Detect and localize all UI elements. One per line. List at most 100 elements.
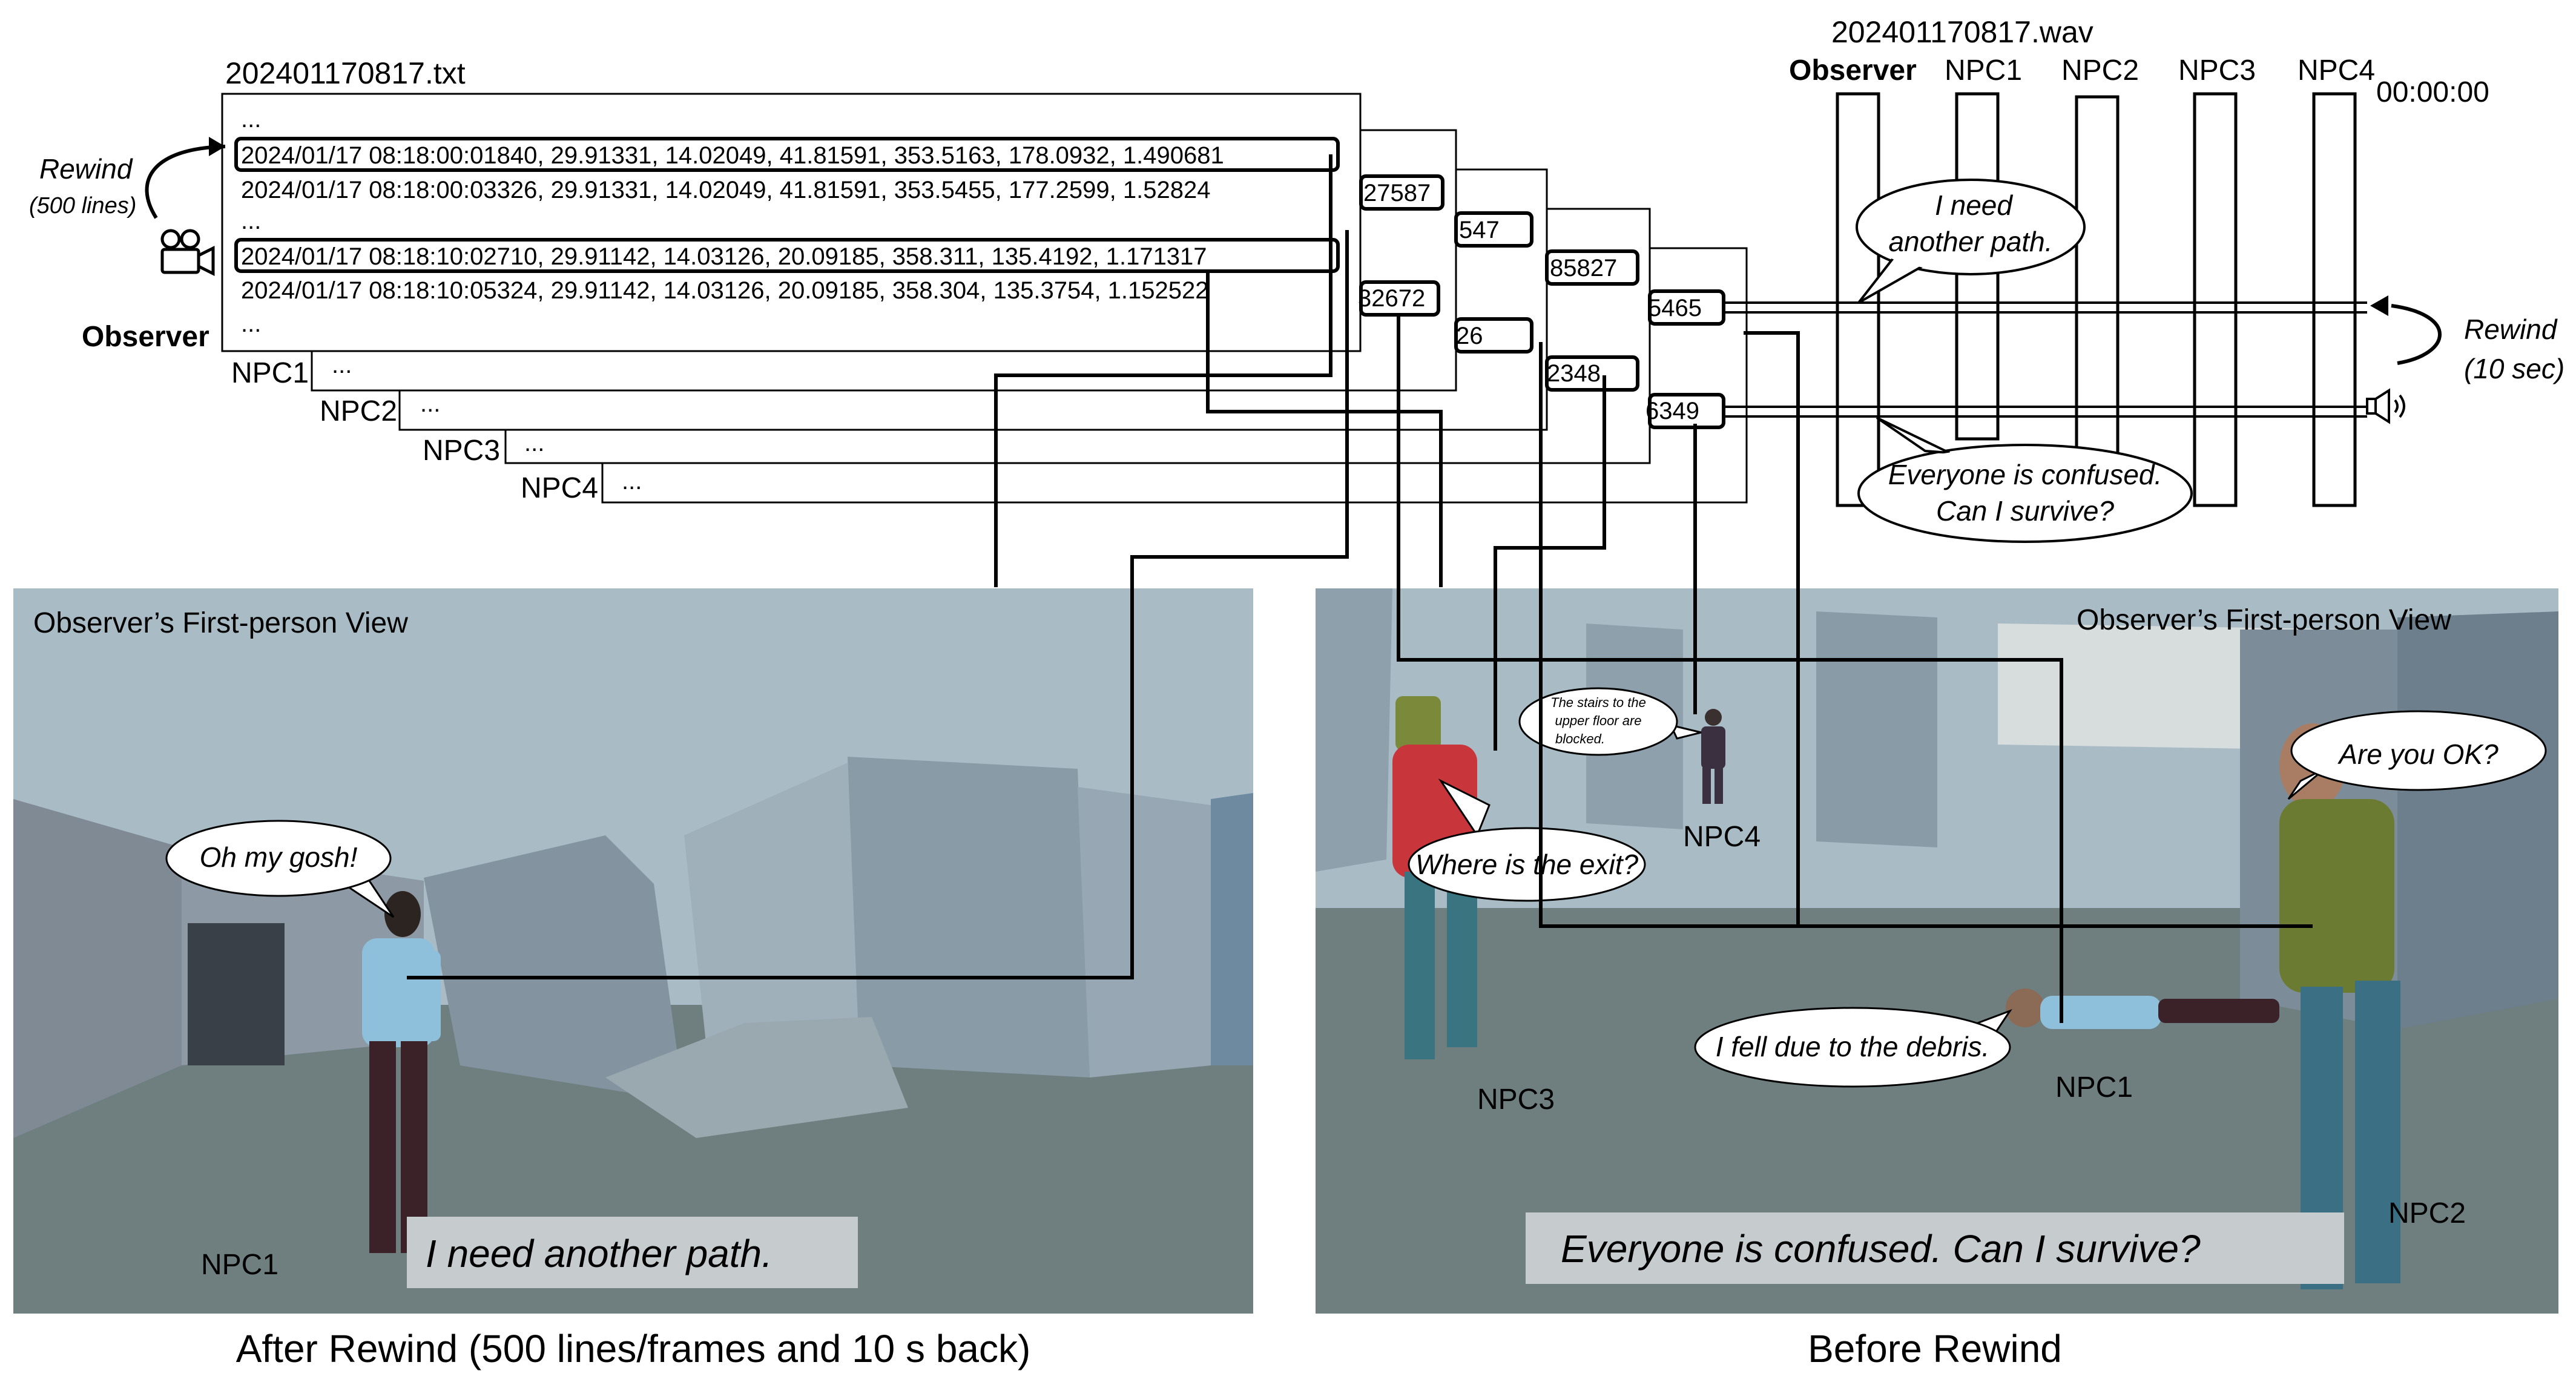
connector-npc1-left-figure [407,230,1349,979]
svg-text:32672: 32672 [1358,285,1425,312]
log-record: ... [241,311,261,337]
svg-text:Where is the exit?: Where is the exit? [1415,849,1639,880]
right-npc3-label: NPC3 [1477,1084,1555,1116]
audio-file-name: 202401170817.wav [1831,15,2093,49]
audio-rewind-detail: (10 sec) [2464,353,2564,384]
log-record: 2024/01/17 08:18:10:05324, 29.91142, 14.… [241,277,1209,304]
svg-text:5465: 5465 [1648,295,1702,321]
log-record: 2024/01/17 08:18:00:03326, 29.91331, 14.… [241,177,1210,203]
connector-npc1-left [994,154,1332,587]
svg-text:547: 547 [1459,217,1500,243]
audio-track-npc4 [2312,92,2357,507]
right-view-title: Observer’s First-person View [2077,604,2451,636]
audio-rewind-label: Rewind [2464,314,2558,345]
audio-rewind-arrow [2391,304,2442,365]
sheet-ellipsis-npc4: ... [622,468,642,495]
sheet-ellipsis-npc3: ... [524,430,544,456]
debris [605,1017,908,1138]
svg-text:another path.: another path. [1888,226,2052,257]
svg-text:2348: 2348 [1547,360,1601,387]
record-fragment: 32672 [1358,280,1440,317]
svg-text:Oh my gosh!: Oh my gosh! [200,841,358,873]
audio-track-label-npc3: NPC3 [2178,54,2256,87]
npc2-speech-bubble: Are you OK? [2287,710,2547,800]
log-record-highlight-new [234,238,1340,273]
right-npc4-label: NPC4 [1683,821,1761,853]
svg-text:27587: 27587 [1363,180,1431,206]
npc3-figure [1392,696,1477,1059]
right-subtitle-box [1526,1212,2344,1284]
audio-track-npc2 [2075,95,2120,507]
record-fragment: 547 [1454,211,1533,248]
svg-text:The stairs to the: The stairs to the [1550,695,1646,710]
right-subtitle: Everyone is confused. Can I survive? [1561,1227,2201,1271]
connector-npc3-right [1494,375,1606,751]
audio-bubble-bottom: Everyone is confused. Can I survive? [1857,416,2193,543]
log-rewind-label: Rewind [39,153,133,185]
connector-npc2 [1397,315,2063,1023]
connector-npc3 [1206,272,1443,587]
svg-text:Everyone is confused.: Everyone is confused. [1888,459,2163,490]
log-record: 2024/01/17 08:18:00:01840, 29.91331, 14.… [241,142,1224,169]
svg-text:85827: 85827 [1550,255,1617,281]
npc4-figure [1701,709,1725,804]
sheet-ellipsis-npc1: ... [332,352,352,378]
log-file-name: 202401170817.txt [225,56,466,90]
log-rewind-arrow [145,145,226,219]
audio-sync-lines [1724,301,2367,418]
right-npc2-label: NPC2 [2388,1197,2466,1229]
connector-npc2-right [1744,331,1800,926]
sheet-label-npc2: NPC2 [320,395,397,427]
svg-text:Can I survive?: Can I survive? [1936,495,2114,527]
left-npc1-label: NPC1 [201,1249,278,1281]
npc1-figure [362,891,441,1253]
audio-track-label-observer: Observer [1789,54,1917,87]
sheet-label-npc4: NPC4 [521,472,598,504]
svg-text:blocked.: blocked. [1555,731,1605,746]
npc1-speech-bubble: I fell due to the debris. [1694,1007,2012,1088]
left-subtitle-box [407,1217,858,1288]
audio-timestamp: 00:00:00 [2376,76,2489,108]
svg-text:Are you OK?: Are you OK? [2337,739,2499,770]
svg-text:upper floor are: upper floor are [1555,713,1641,728]
audio-track-observer [1836,92,1880,507]
left-subtitle: I need another path. [426,1232,772,1275]
log-record: 2024/01/17 08:18:10:02710, 29.91142, 14.… [241,243,1207,270]
right-caption: Before Rewind [1808,1327,2062,1370]
audio-track-label-npc4: NPC4 [2298,54,2375,87]
connector-lines [407,154,2313,1023]
sheet-label-observer: Observer [82,321,209,353]
svg-text:6349: 6349 [1645,398,1699,424]
npc3-speech-bubble: Where is the exit? [1408,778,1646,902]
log-rewind-detail: (500 lines) [29,193,136,219]
record-fragment: 26 [1454,317,1533,354]
npc4-speech-bubble: The stairs to the upper floor are blocke… [1518,687,1702,756]
sheet-label-npc1: NPC1 [231,357,309,389]
sheet-label-npc3: NPC3 [423,435,500,467]
movie-camera-icon [160,229,215,277]
record-fragment: 2348 [1545,355,1639,392]
left-view-title: Observer’s First-person View [33,607,408,639]
audio-track-label-npc1: NPC1 [1945,54,2022,87]
log-file-panel: 202401170817.txt Observer NPC1 ... NPC2 … [29,56,1748,504]
right-npc1-label: NPC1 [2055,1071,2133,1104]
connector-npc1-right [1539,342,2313,928]
right-first-person-view: Where is the exit? The stairs to the upp… [1316,588,2558,1314]
speaker-icon [2366,388,2405,424]
log-record: ... [241,208,261,234]
npc1-lying-figure [2006,989,2279,1029]
audio-track-npc3 [2193,92,2238,507]
log-sheet-observer [221,93,1362,352]
svg-text:I fell due to the debris.: I fell due to the debris. [1716,1031,1990,1062]
collapsed-wall [424,835,684,1102]
record-fragment: 27587 [1359,174,1444,211]
left-first-person-view: Oh my gosh! Observer’s First-person View… [13,588,1253,1314]
left-speech-bubble: Oh my gosh! [165,820,395,918]
audio-file-panel: 202401170817.wav Observer NPC1 NPC2 NPC3… [1724,15,2564,543]
record-fragment: 85827 [1545,249,1639,286]
svg-text:I need: I need [1935,189,2013,221]
audio-track-label-npc2: NPC2 [2061,54,2139,87]
left-wall-brick [13,799,182,1138]
log-record-highlight-old [234,137,1340,172]
